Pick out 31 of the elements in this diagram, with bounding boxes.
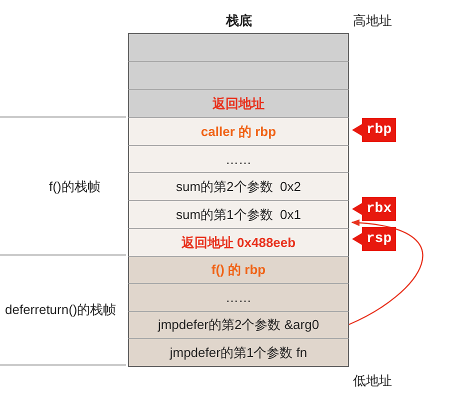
stack-heading: 栈底	[226, 12, 252, 30]
frame-label: f()的栈帧	[49, 178, 100, 196]
cell-text: jmpdefer的第1个参数 fn	[170, 344, 308, 362]
cell-text: caller 的 rbp	[200, 122, 276, 140]
stack-cell	[128, 311, 349, 339]
stack-cell	[128, 172, 349, 201]
stack-cell	[128, 200, 349, 229]
cell-text: 返回地址 0x488eeb	[181, 234, 296, 252]
cell-text: sum的第2个参数 0x2	[176, 178, 301, 196]
register-pointer-tag: rsp	[352, 227, 396, 251]
stack-cell	[128, 89, 349, 118]
address-label: 高地址	[353, 12, 392, 30]
cell-text: f() 的 rbp	[211, 261, 266, 279]
stack-cell	[128, 338, 349, 367]
stack-cell	[128, 117, 349, 146]
stack-cell	[128, 145, 349, 173]
stack-cell	[128, 256, 349, 284]
empty-stack-cell	[128, 33, 349, 62]
frame-label: deferreturn()的栈帧	[5, 301, 116, 319]
cell-text: sum的第1个参数 0x1	[176, 206, 301, 224]
cell-text: ……	[226, 152, 252, 166]
cell-text: ……	[226, 290, 252, 305]
register-pointer-tag: rbx	[352, 197, 396, 221]
empty-stack-cell	[128, 61, 349, 90]
cell-text: jmpdefer的第2个参数 &arg0	[158, 316, 320, 334]
stack-cell	[128, 283, 349, 312]
cell-text: 返回地址	[212, 94, 264, 112]
arrow	[348, 220, 424, 326]
register-pointer-tag: rbp	[352, 118, 396, 142]
stack-cell	[128, 228, 349, 257]
address-label: 低地址	[353, 372, 392, 390]
